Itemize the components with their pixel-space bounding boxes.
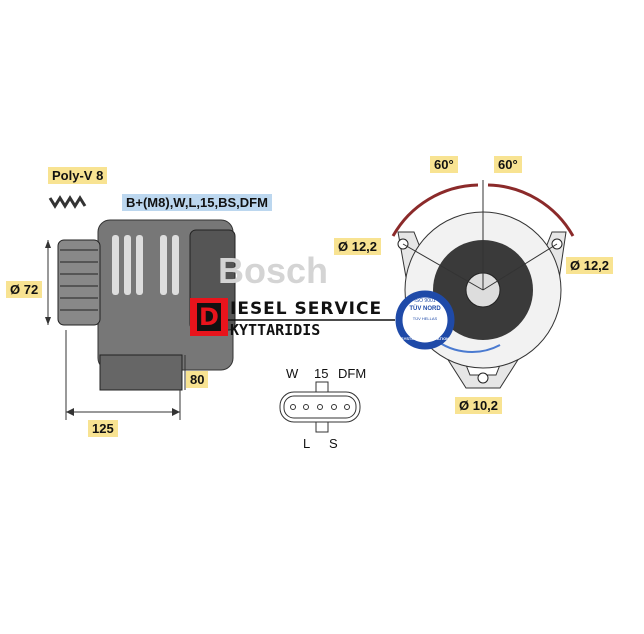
hole-bottom-label: Ø 10,2 — [455, 397, 503, 414]
hole-right-label: Ø 12,2 — [566, 257, 614, 274]
poly-v-icon — [48, 195, 87, 209]
bosch-watermark-text: Bosch — [218, 250, 329, 291]
angle-right-label: 60° — [494, 156, 522, 173]
length-label: 125 — [88, 420, 118, 437]
terminals-label: B+(M8),W,L,15,BS,DFM — [122, 194, 272, 211]
angle-left-label: 60° — [430, 156, 458, 173]
pin-l: L — [303, 436, 311, 451]
logo-line2: KYTTARIDIS — [230, 321, 321, 339]
poly-v-label: Poly-V 8 — [48, 167, 108, 184]
pin-15: 15 — [314, 366, 329, 381]
height-label: 80 — [186, 371, 209, 388]
hole-left-label: Ø 12,2 — [334, 238, 382, 255]
pulley-diameter-label: Ø 72 — [6, 281, 43, 298]
pin-w: W — [286, 366, 299, 381]
pin-s: S — [329, 436, 338, 451]
alternator-front-view — [391, 180, 575, 389]
cert-brand: TÜV NORD — [409, 306, 441, 312]
cert-sub: TÜV HELLAS — [412, 316, 438, 321]
cert-top: ISO 9001 — [414, 298, 436, 304]
logo-line1: IESEL SERVICE — [230, 299, 383, 319]
pin-dfm: DFM — [338, 366, 367, 381]
tuv-certification-seal — [395, 290, 455, 350]
connector-drawing — [279, 381, 361, 433]
diesel-service-logo — [190, 298, 395, 336]
logo-initial: D — [199, 303, 219, 331]
cert-ring: SYSTEM CERTIFICATION — [400, 336, 450, 341]
